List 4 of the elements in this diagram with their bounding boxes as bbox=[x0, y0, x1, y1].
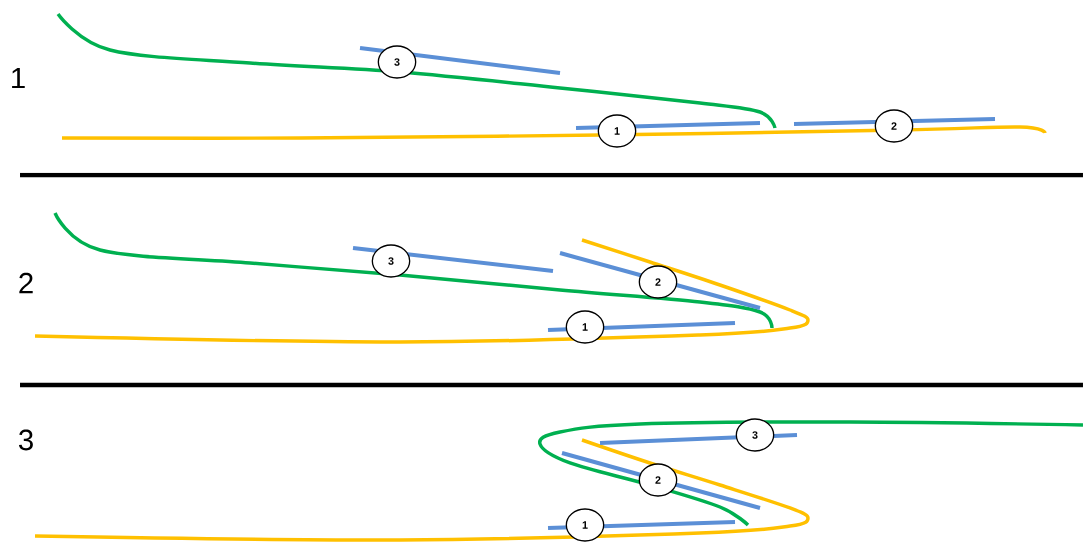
panel-number: 2 bbox=[19, 272, 33, 294]
panel-number: 1 bbox=[12, 67, 25, 89]
panel-number: 3 bbox=[18, 429, 33, 451]
node-label: 1 bbox=[582, 521, 588, 529]
